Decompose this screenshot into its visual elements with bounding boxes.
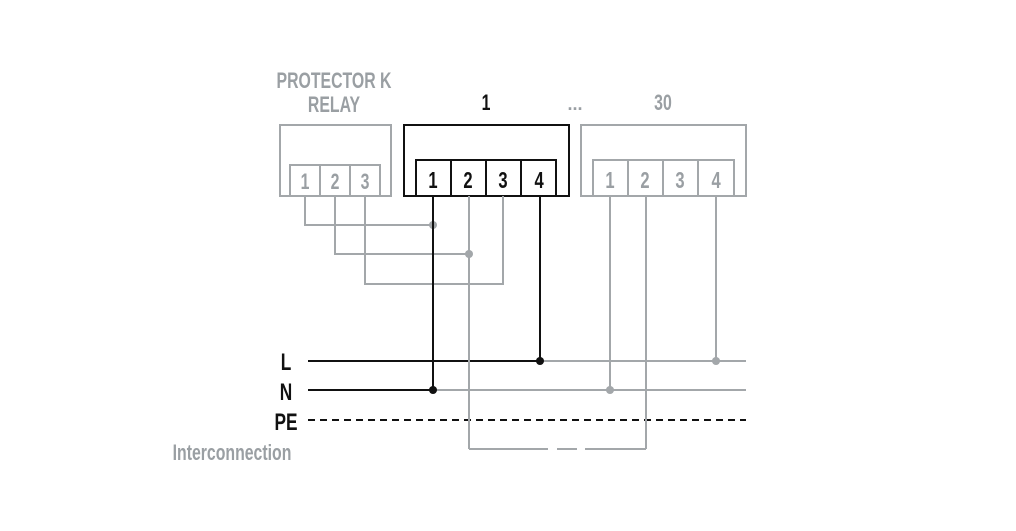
- protector-terminal-1: 1: [301, 171, 310, 195]
- protector-wiring: [304, 196, 504, 285]
- protector-title-line1: PROTECTOR K: [277, 70, 392, 94]
- protector-terminal-3: 3: [361, 171, 370, 195]
- wire-protector-2: [334, 196, 469, 255]
- device-1-wiring: [429, 196, 544, 449]
- device-1-terminal-2: 2: [463, 168, 472, 193]
- wire-protector-1: [304, 196, 433, 226]
- junction-device1-l: [536, 357, 544, 365]
- bus-label-l: L: [281, 349, 292, 375]
- bus-lines: L N PE: [274, 349, 746, 436]
- device-30-terminal-1: 1: [605, 168, 614, 193]
- device-1-block: 1 1 2 3 4: [403, 92, 570, 197]
- device-1-terminal-1: 1: [428, 168, 437, 193]
- protector-terminal-2: 2: [331, 171, 340, 195]
- device-30-wiring: [606, 196, 720, 449]
- junction-device30-l: [712, 357, 720, 365]
- device-1-terminal-3: 3: [498, 168, 507, 193]
- interconnection-label: Interconnection: [173, 442, 292, 466]
- junction-device30-n: [606, 386, 614, 394]
- device-30-terminal-2: 2: [640, 168, 649, 193]
- device-1-terminal-4: 4: [535, 168, 545, 193]
- bus-label-pe: PE: [274, 409, 297, 435]
- device-30-title: 30: [654, 92, 672, 116]
- device-30-terminal-4: 4: [712, 168, 722, 193]
- junction-device1-n: [429, 386, 437, 394]
- protector-title-line2: RELAY: [308, 94, 360, 118]
- ellipsis: ...: [567, 94, 582, 114]
- protector-relay-block: PROTECTOR K RELAY 1 2 3: [277, 70, 392, 197]
- device-30-block: 30 1 2 3 4: [580, 92, 747, 197]
- bus-label-n: N: [280, 379, 292, 405]
- interconnection-loop: Interconnection: [173, 442, 646, 466]
- device-1-title: 1: [482, 92, 491, 116]
- device-30-terminal-3: 3: [675, 168, 684, 193]
